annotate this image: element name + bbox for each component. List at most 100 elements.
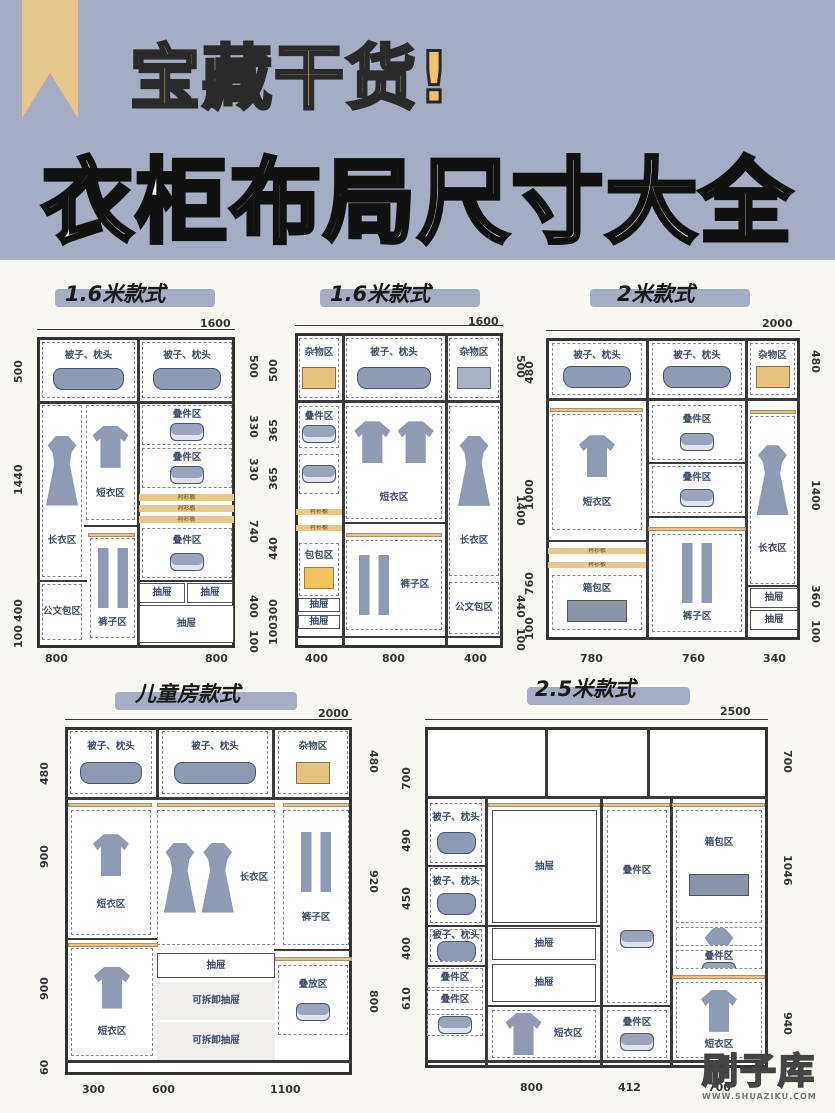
drawer-zone: 抽屉 [750, 588, 798, 608]
bag-zone: 包包区 [299, 543, 339, 596]
panel-divider [425, 796, 768, 799]
dress-icon [201, 842, 234, 913]
zone-label: 抽屉 [534, 977, 554, 989]
dimension-bottom: 600 [152, 1083, 175, 1096]
total-width-label: 1600 [200, 317, 231, 330]
shelf-board-zone: 衬衫板 [139, 494, 234, 501]
dress-icon [458, 435, 490, 506]
pillow-zone: 被子、枕头 [652, 343, 742, 395]
zone-label: 衬衫板 [177, 516, 196, 523]
zone-label: 叠件区 [172, 451, 202, 463]
shirt-zone: 短衣区 [492, 1010, 596, 1058]
zone-label: 杂物区 [758, 349, 787, 361]
shirt-icon [397, 421, 434, 464]
hanging-rod [672, 803, 765, 807]
panel-divider [425, 865, 485, 867]
dimension-bottom: 700 [708, 1081, 731, 1094]
dimension-line-top [65, 719, 352, 720]
panel-divider [488, 925, 600, 927]
zone-label: 箱包区 [704, 836, 734, 848]
dimension-left: 900 [38, 977, 51, 1000]
pillow-zone: 被子、枕头 [162, 731, 268, 794]
dimension-line-top [295, 325, 503, 326]
zone-label: 抽屉 [176, 618, 196, 630]
folded-none-zone: 叠件区 [427, 990, 483, 1010]
hanging-rod [550, 408, 643, 412]
panel-divider [295, 400, 503, 403]
panel-divider [342, 333, 345, 648]
shirt-icon [505, 1013, 542, 1055]
zone-label: 抽屉 [152, 587, 172, 599]
dimension-left: 365 [267, 419, 280, 442]
folded-zone: 叠件区 [676, 950, 762, 969]
dimension-left: 100 [12, 625, 25, 648]
dimension-left: 450 [400, 887, 413, 910]
folded-zone: 叠件区 [607, 810, 667, 1003]
dimension-left: 700 [400, 767, 413, 790]
wardrobe-title: 2.5米款式 [535, 677, 636, 701]
shirt-zone: 短衣区 [346, 406, 442, 519]
folded-icon [680, 433, 714, 452]
dimension-right: 700 [781, 750, 794, 773]
pillow-zone: 被子、枕头 [142, 342, 232, 398]
zone-label: 箱包区 [582, 582, 612, 594]
folded-icon [620, 930, 654, 949]
dimension-line-top [37, 329, 235, 330]
dimension-left: 400 [400, 937, 413, 960]
pillow-zone: 被子、枕头 [552, 343, 642, 395]
dimension-left: 60 [38, 1059, 51, 1075]
zone-label: 叠件区 [172, 535, 202, 547]
zone-label: 叠放区 [298, 978, 328, 990]
folded-icon [170, 466, 204, 485]
pillow-zone: 被子、枕头 [70, 731, 152, 794]
drawer-zone: 抽屉 [492, 928, 596, 960]
folded-icon [620, 1033, 654, 1052]
panel-divider [649, 462, 745, 464]
zone-label: 衬衫板 [309, 509, 328, 515]
zone-label: 衬衫板 [177, 505, 196, 512]
zone-label: 裤子区 [301, 912, 331, 924]
zone-label: 叠件区 [682, 413, 712, 425]
panel-divider [425, 965, 485, 967]
panel-divider [272, 727, 275, 798]
folded-zone: 叠件区 [607, 1010, 667, 1058]
panel-divider [65, 938, 157, 940]
pillow-icon [79, 761, 143, 784]
zone-label: 叠件区 [440, 972, 470, 984]
watermark-logo: 刷子库 [701, 1050, 817, 1093]
pants-icon [358, 555, 389, 615]
folded-icon [702, 962, 736, 968]
zone-label: 长衣区 [47, 535, 77, 547]
zone-label: 短衣区 [553, 1028, 583, 1040]
shirt-zone: 短衣区 [86, 405, 135, 520]
zone-label: 抽屉 [309, 599, 329, 611]
zone-label: 可拆卸抽屉 [192, 995, 240, 1007]
zone-label: 长衣区 [758, 543, 787, 555]
zone-label: 杂物区 [298, 741, 328, 753]
watermark-url: WWW.SHUAZIKU.COM [702, 1092, 817, 1101]
folded-zone: 叠件区 [142, 528, 232, 578]
title-pill [55, 289, 215, 307]
dimension-right: 800 [367, 990, 380, 1013]
zone-label: 裤子区 [682, 611, 712, 623]
zone-label: 裤子区 [400, 579, 430, 591]
zone-label: 衬衫板 [309, 525, 328, 531]
dimension-bottom: 800 [205, 652, 228, 665]
dimension-left: 300 [267, 599, 280, 622]
shirt-zone: 短衣区 [71, 810, 151, 935]
folded-zone [299, 454, 339, 494]
dress-zone: 长衣区 [676, 927, 762, 946]
panel-divider [425, 1060, 768, 1063]
subtitle: 宝藏干货! [129, 36, 452, 121]
drawer-zone: 抽屉 [750, 610, 798, 630]
shirt-icon [701, 989, 737, 1032]
page-title: 衣柜布局尺寸大全 [39, 147, 794, 258]
shelf-board-zone: 衬衫板 [139, 505, 234, 512]
zone-label: 被子、枕头 [64, 349, 113, 361]
pillow-icon [53, 368, 124, 391]
dress-icon [46, 435, 78, 506]
dress-zone: 长衣区 [157, 810, 275, 945]
zone-label: 公文包区 [43, 606, 82, 618]
zone-label: 抽屉 [764, 592, 784, 604]
folded-icon [170, 423, 204, 442]
